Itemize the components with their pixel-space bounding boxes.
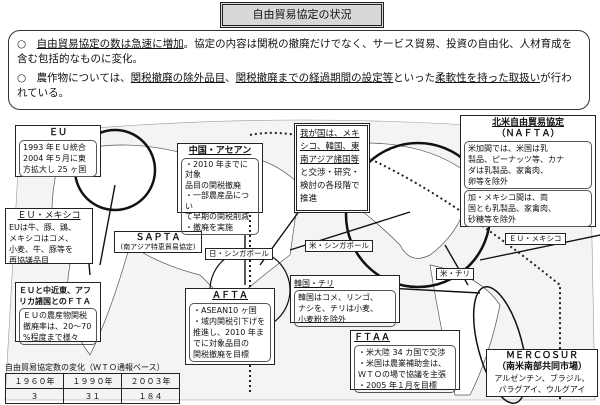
- summary-box: ○ 自由貿易協定の数は急速に増加。協定の内容は関税の撤廃だけでなく、サービス貿易…: [8, 30, 590, 110]
- eu-mexico-label: ＥＵ・メキシコ: [505, 233, 566, 245]
- stats-header: ２００３年: [121, 373, 180, 389]
- mercosur-box: ＭＥＲＣＯＳＵＲ（南米南部共同市場） アルゼンチン、ブラジル、パラグアイ、ウルグ…: [486, 349, 598, 397]
- summary-point-1: ○ 自由貿易協定の数は急速に増加。協定の内容は関税の撤廃だけでなく、サービス貿易…: [17, 38, 573, 65]
- us-chile-label: 米・チリ: [436, 268, 474, 280]
- us-singapore-label: 米・シンガポール: [305, 240, 373, 252]
- stats-caption: 自由貿易協定数の変化（ＷＴＯ通報ベース）: [5, 363, 165, 372]
- nafta-box: 北米自由貿易協定 （ＮＡＦＴＡ） 米加間では、米国は乳製品、ピーナッツ等、カナダ…: [460, 115, 596, 227]
- page-title: 自由貿易協定の状況: [220, 2, 384, 28]
- japan-singapore-label: 日・シンガポール: [205, 248, 273, 260]
- stats-value: ３１: [63, 388, 122, 404]
- stats-value: １８４: [121, 388, 180, 404]
- stats-value: ３: [5, 388, 64, 404]
- afta-box: ＡＦＴＡ ・ASEAN10 ヶ国・域内関税引下げを推進し、2010 年までに対象…: [185, 288, 275, 365]
- ftaa-box: ＦＴＡＡ ・米大陸 34 カ国で交渉・米国は農業補助金は、ＷＴＯの場で協議を主張…: [350, 330, 460, 393]
- mercosur-members-line-1: アルゼンチン、ブラジル、: [494, 374, 590, 383]
- eu-mideast-africa-box: ＥＵと中近東、アフリカ諸国とのＦＴＡ ＥＵの農産物関税撤廃率は、20～70%程度…: [15, 282, 101, 345]
- japan-box: 我が国は、メキシコ、韓国、東南アジア諸国等と交渉・研究・検討の各段階で推進: [294, 123, 370, 213]
- eu-mexico-box: ＥＵ・メキシコ EUは牛、豚、鶏、メキシコはコメ、小麦、牛、豚等を再協議品目: [5, 208, 93, 265]
- summary-point-2: ○ 農作物については、関税撤廃の除外品目、関税撤廃までの経過期間の設定等といった…: [17, 72, 572, 99]
- mercosur-ellipse: [472, 286, 528, 404]
- korea-chile-box: 韓国・チリ 韓国はコメ、リンゴ、ナシを、チリは小麦、小麦粉を除外: [290, 275, 400, 327]
- china-asean-box: 中国・アセアン ・2010 年までに対象品目の関税撤廃・一部農産品について早期の…: [177, 143, 263, 235]
- sapta-box: ＳＡＰＴＡ(南アジア特恵貿易協定): [114, 231, 202, 253]
- mercosur-members-line-2: パラグアイ、ウルグアイ: [498, 385, 586, 394]
- stats-header: １９６０年: [5, 373, 64, 389]
- stats-header: １９９０年: [63, 373, 122, 389]
